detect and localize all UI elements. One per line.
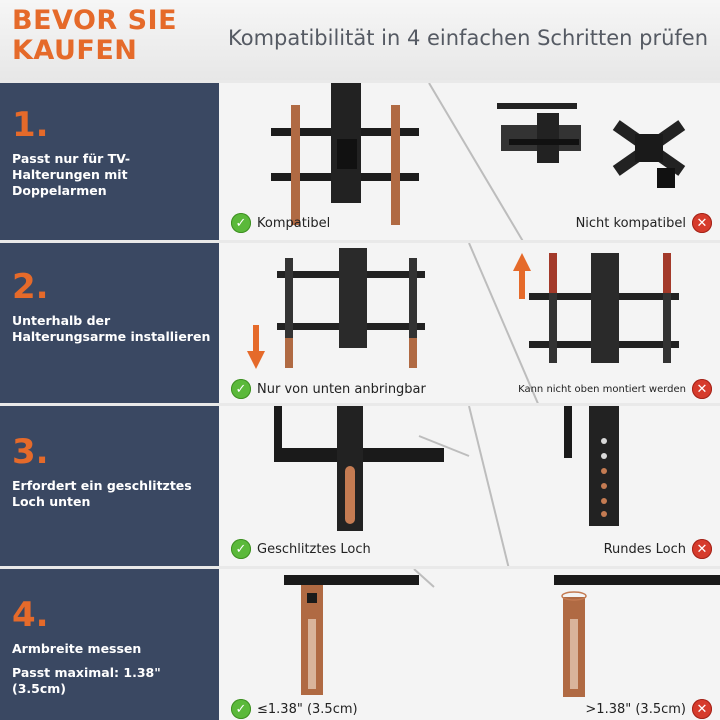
cross-icon: ✕ — [692, 699, 712, 719]
step-number: 4. — [12, 595, 49, 635]
check-icon: ✓ — [231, 539, 251, 559]
x-plate-mount-icon — [612, 120, 686, 188]
step-3-illustration-area: ✓ Geschlitztes Loch Rundes Loch ✕ — [219, 403, 720, 566]
header: BEVOR SIE KAUFEN Kompatibilität in 4 ein… — [0, 0, 720, 80]
check-icon: ✓ — [231, 379, 251, 399]
incompatible-status: Kann nicht oben montiert werden ✕ — [518, 379, 712, 399]
cross-icon: ✕ — [692, 379, 712, 399]
check-icon: ✓ — [231, 213, 251, 233]
step-number: 2. — [12, 267, 49, 307]
incompatible-status: >1.38" (3.5cm) ✕ — [585, 699, 712, 719]
incompatible-status: Nicht kompatibel ✕ — [576, 213, 712, 233]
step-1-panel: 1. Passt nur für TV-Halterungen mit Dopp… — [0, 80, 219, 240]
compatible-status: ✓ Kompatibel — [231, 213, 330, 233]
mount-above-arms-icon — [513, 253, 679, 363]
step-description: Unterhalb der Halterungsarme installiere… — [12, 313, 211, 344]
brand-line-2: KAUFEN — [12, 35, 138, 66]
double-arm-mount-icon — [271, 83, 419, 225]
wide-arm-icon — [554, 575, 720, 697]
articulating-mount-icon — [497, 103, 581, 163]
step-2-illustration-area: ✓ Nur von unten anbringbar Kann nicht ob… — [219, 240, 720, 403]
brand-title: BEVOR SIE KAUFEN — [12, 6, 177, 66]
step-description: Passt nur für TV-Halterungen mit Doppela… — [12, 151, 131, 198]
step-4-illustration-area: ✓ ≤1.38" (3.5cm) >1.38" (3.5cm) ✕ — [219, 566, 720, 720]
mount-below-arms-icon — [247, 248, 425, 369]
step-2-panel: 2. Unterhalb der Halterungsarme installi… — [0, 240, 219, 403]
step-description-line: Armbreite messen — [12, 641, 142, 656]
incompatible-label: Kann nicht oben montiert werden — [518, 383, 686, 395]
step-2: 2. Unterhalb der Halterungsarme installi… — [0, 240, 720, 403]
step-4: 4. Armbreite messen Passt maximal: 1.38"… — [0, 566, 720, 720]
step-description: Erfordert ein geschlitztes Loch unten — [12, 478, 192, 509]
compatible-status: ✓ Nur von unten anbringbar — [231, 379, 426, 399]
round-hole-icon — [564, 406, 619, 526]
narrow-arm-icon — [284, 575, 419, 695]
step-1: 1. Passt nur für TV-Halterungen mit Dopp… — [0, 80, 720, 240]
incompatible-label: Nicht kompatibel — [575, 215, 686, 231]
cross-icon: ✕ — [692, 539, 712, 559]
compatible-label: Nur von unten anbringbar — [257, 381, 426, 397]
compatible-status: ✓ ≤1.38" (3.5cm) — [231, 699, 358, 719]
step-1-illustration-area: ✓ Kompatibel Nicht kompatibel ✕ — [219, 80, 720, 240]
incompatible-status: Rundes Loch ✕ — [604, 539, 712, 559]
step-3-panel: 3. Erfordert ein geschlitztes Loch unten — [0, 403, 219, 566]
compatible-label: Geschlitztes Loch — [257, 541, 371, 557]
step-4-panel: 4. Armbreite messen Passt maximal: 1.38"… — [0, 566, 219, 720]
cross-icon: ✕ — [692, 213, 712, 233]
step-description: Armbreite messen Passt maximal: 1.38" (3… — [12, 641, 212, 697]
incompatible-label: >1.38" (3.5cm) — [585, 701, 686, 717]
compatible-label: Kompatibel — [257, 215, 331, 231]
step-4-illustration — [284, 569, 720, 697]
step-number: 1. — [12, 105, 49, 145]
step-number: 3. — [12, 432, 49, 472]
slotted-hole-icon — [274, 406, 444, 531]
incompatible-label: Rundes Loch — [603, 541, 686, 557]
step-2-illustration — [247, 243, 679, 403]
max-width-note: Passt maximal: 1.38" (3.5cm) — [12, 665, 161, 696]
step-3: 3. Erfordert ein geschlitztes Loch unten — [0, 403, 720, 566]
step-1-illustration — [271, 83, 686, 240]
check-icon: ✓ — [231, 699, 251, 719]
compatible-label: ≤1.38" (3.5cm) — [257, 701, 358, 717]
step-3-illustration — [274, 406, 619, 566]
headline: Kompatibilität in 4 einfachen Schritten … — [228, 26, 709, 50]
brand-line-1: BEVOR SIE — [12, 5, 178, 36]
compatible-status: ✓ Geschlitztes Loch — [231, 539, 371, 559]
